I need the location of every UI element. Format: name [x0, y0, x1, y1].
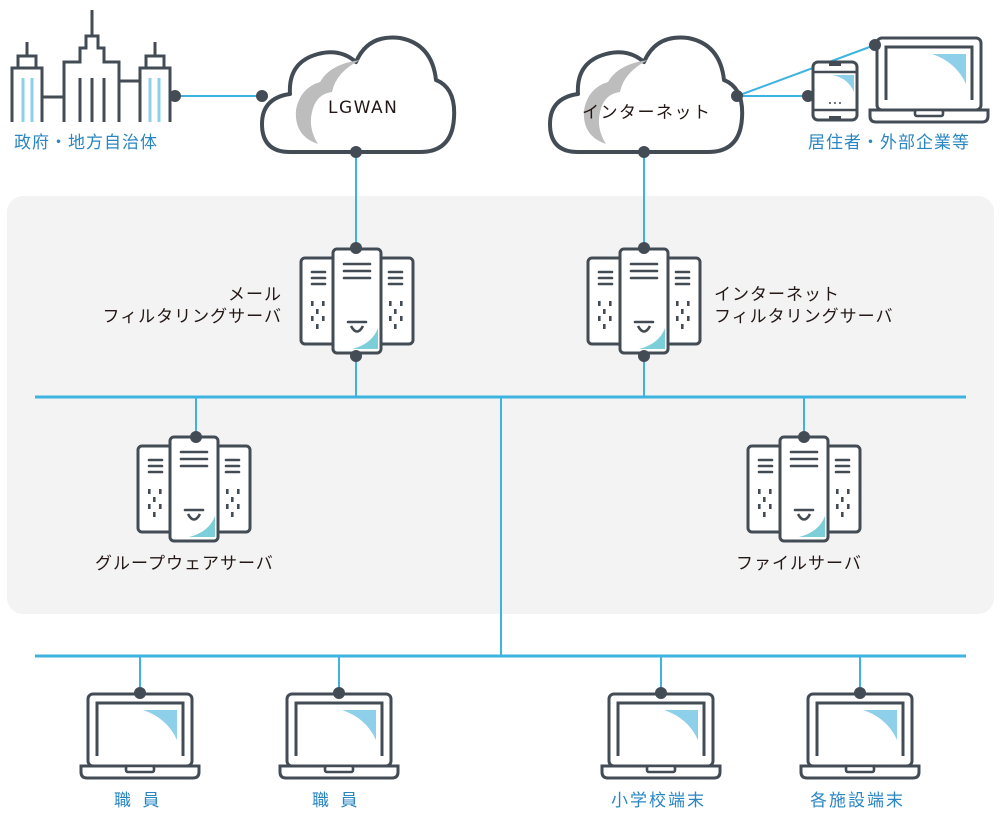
mail-filter-label-line1: メール — [228, 285, 282, 305]
lgwan-label: LGWAN — [328, 98, 399, 118]
groupware-server-label: グループウェアサーバ — [95, 554, 274, 574]
file-server-label: ファイルサーバ — [736, 554, 862, 574]
government-label: 政府・地方自治体 — [14, 133, 158, 153]
internet-label: インターネット — [582, 103, 712, 123]
internet-filter-label: インターネット フィルタリングサーバ — [714, 284, 894, 328]
residents-label: 居住者・外部企業等 — [808, 133, 970, 153]
connection-lines — [35, 44, 966, 692]
internet-cloud-icon — [548, 35, 745, 154]
terminal-laptop-icon-2 — [278, 692, 400, 780]
internet-filter-server-icon — [586, 247, 702, 355]
terminal-laptop-icon-3 — [600, 692, 722, 780]
terminal-label-4: 各施設端末 — [810, 791, 905, 811]
link-internet-laptop — [736, 44, 876, 97]
terminal-label-1: 職 員 — [114, 791, 163, 811]
tablet-icon — [811, 60, 859, 122]
internet-filter-label-line2: フィルタリングサーバ — [714, 307, 894, 327]
resident-laptop-icon — [868, 36, 990, 124]
mail-filter-label: メール フィルタリングサーバ — [60, 284, 282, 328]
mail-filter-server-icon — [299, 247, 415, 355]
connector-dots — [134, 39, 881, 699]
groupware-server-icon — [136, 435, 252, 543]
mail-filter-label-line2: フィルタリングサーバ — [102, 307, 282, 327]
lgwan-cloud-icon — [260, 35, 457, 154]
terminal-label-3: 小学校端末 — [611, 791, 706, 811]
buildings-icon — [10, 10, 172, 122]
terminal-laptop-icon-1 — [79, 692, 201, 780]
file-server-icon — [746, 435, 862, 543]
terminal-label-2: 職 員 — [312, 791, 361, 811]
internet-filter-label-line1: インターネット — [714, 285, 840, 305]
terminal-laptop-icon-4 — [799, 692, 921, 780]
